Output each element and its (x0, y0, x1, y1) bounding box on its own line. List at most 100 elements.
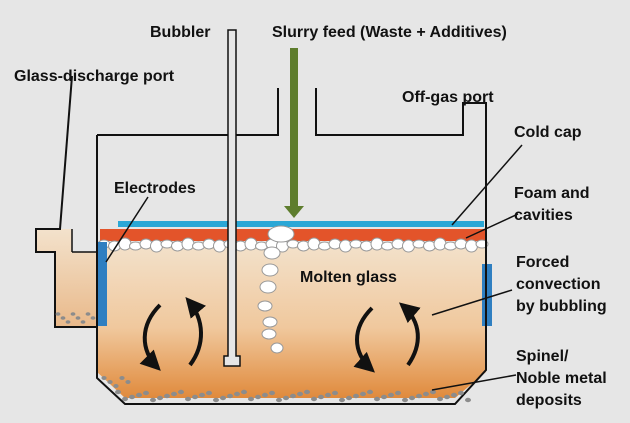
circulation-arrows-right (353, 302, 421, 373)
label-bubbler: Bubbler (150, 24, 211, 41)
deposit-pebble (125, 380, 131, 384)
bubble (261, 263, 279, 277)
deposit-pebble (458, 390, 464, 396)
deposit-pebble (234, 391, 240, 397)
deposit-pebble (113, 384, 119, 388)
foam-bubble (150, 239, 163, 253)
label-line: deposits (516, 392, 582, 409)
deposit-pebble (206, 390, 212, 396)
deposit-pebble (220, 395, 226, 401)
deposit-pebble (255, 394, 261, 400)
deposit-pebble (150, 397, 156, 403)
circulation-arrow-down-icon (139, 303, 162, 371)
deposit-pebble (311, 396, 317, 402)
deposit-pebble (276, 397, 282, 403)
deposit-pebble (101, 376, 107, 380)
deposit-pebble (119, 376, 125, 380)
feed-arrow-shaft (290, 48, 298, 210)
foam-bubble (433, 237, 447, 251)
deposit-pebble (409, 395, 415, 401)
bubble (261, 328, 277, 340)
deposit-pebble (262, 392, 268, 398)
label-line: cavities (514, 207, 573, 224)
deposit-pebble (185, 396, 191, 402)
leader-electrodes (105, 196, 149, 263)
circulation-arrow-up-icon (398, 302, 421, 367)
foam-bubble (465, 239, 478, 253)
melter-wall (97, 88, 279, 136)
label-off-gas-port: Off-gas port (402, 89, 494, 106)
molten-glass-region (97, 242, 486, 398)
foam-bubble (339, 239, 352, 253)
deposit-pebble (178, 389, 184, 395)
port-deposits (55, 312, 96, 324)
deposit-pebble (122, 396, 128, 402)
deposit-pebble (213, 397, 219, 403)
deposit-pebble (248, 396, 254, 402)
label-line: Noble metal (516, 370, 607, 387)
deposit-pebble (227, 393, 233, 399)
deposit-pebble (388, 392, 394, 398)
circulation-arrow-down-icon (353, 306, 375, 373)
deposit-pebble (339, 397, 345, 403)
deposit-pebble (70, 312, 76, 316)
foam-bubble (402, 239, 415, 253)
deposit-pebble (381, 394, 387, 400)
label-line: Spinel/ (516, 348, 569, 365)
label-electrodes: Electrodes (114, 180, 196, 197)
deposit-pebble (129, 394, 135, 400)
deposit-pebble (325, 392, 331, 398)
label-molten-glass: Molten glass (300, 269, 397, 286)
leader-convection (431, 289, 513, 316)
electrode-left (97, 242, 107, 326)
label-forced-convection: Forced convection by bubbling (516, 252, 607, 318)
deposit-pebble (90, 316, 96, 320)
cold-cap-layer (118, 221, 484, 227)
label-slurry-feed: Slurry feed (Waste + Additives) (272, 24, 507, 41)
deposit-pebble (164, 393, 170, 399)
bubble (270, 342, 284, 354)
deposit-pebble (374, 396, 380, 402)
discharge-port-fill (36, 229, 97, 327)
deposit-pebble (416, 393, 422, 399)
deposit-pebble (395, 390, 401, 396)
deposit-pebble (332, 390, 338, 396)
deposit-pebble (269, 390, 275, 396)
deposit-pebble (55, 312, 61, 316)
deposit-pebble (199, 392, 205, 398)
deposit-pebble (451, 392, 457, 398)
foam-bubble (370, 237, 384, 251)
bubble (262, 316, 278, 328)
label-foam-and-cavities: Foam and cavities (514, 183, 590, 227)
feed-arrow-head (284, 206, 304, 218)
label-spinel-deposits: Spinel/ Noble metal deposits (516, 346, 607, 412)
deposit-pebble (85, 312, 91, 316)
deposit-pebble (297, 391, 303, 397)
bubble (263, 246, 281, 260)
deposit-pebble (136, 392, 142, 398)
deposit-pebble (437, 396, 443, 402)
label-glass-discharge-port: Glass-discharge port (14, 68, 175, 85)
deposit-pebble (60, 316, 66, 320)
bubble (257, 300, 273, 312)
label-line: Foam and (514, 185, 590, 202)
deposit-pebble (402, 397, 408, 403)
deposit-pebble (192, 394, 198, 400)
deposit-pebble (430, 389, 436, 395)
label-line: Forced (516, 254, 570, 271)
deposit-pebble (107, 380, 113, 384)
foam-bubble (244, 237, 258, 251)
bubble (259, 280, 277, 294)
leader-deposits (431, 374, 517, 391)
deposit-pebble (423, 391, 429, 397)
foam-bubble (181, 237, 195, 251)
deposit-pebble (80, 320, 86, 324)
bubbler-tube (223, 29, 241, 367)
circulation-arrow-up-icon (185, 296, 206, 367)
deposit-pebble (465, 397, 471, 403)
discharge-port-outline (35, 75, 97, 328)
label-line: convection (516, 276, 601, 293)
deposit-pebble (75, 316, 81, 320)
